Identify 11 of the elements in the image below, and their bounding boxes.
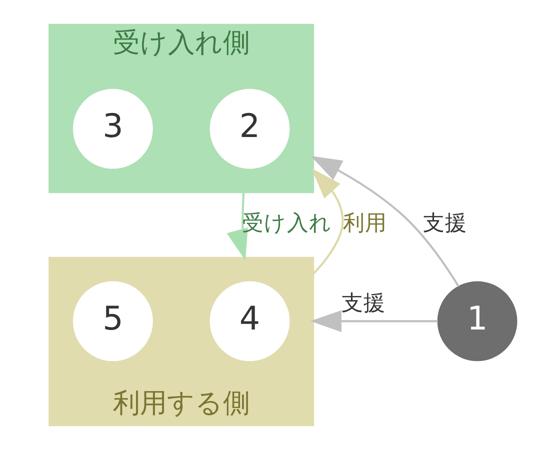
- node-circle: 5: [72, 281, 152, 362]
- node-circle: 3: [72, 88, 152, 169]
- node-circle: 2: [209, 88, 290, 169]
- edge-label: 受け入れ: [241, 211, 332, 236]
- edge-label: 利用: [342, 211, 386, 236]
- edge-label: 支援: [422, 211, 466, 236]
- arrow: [310, 168, 344, 274]
- edge-label: 支援: [341, 291, 386, 316]
- node-circle: 4: [209, 281, 290, 362]
- node-circle: 1: [436, 281, 517, 362]
- arrow: [310, 156, 459, 287]
